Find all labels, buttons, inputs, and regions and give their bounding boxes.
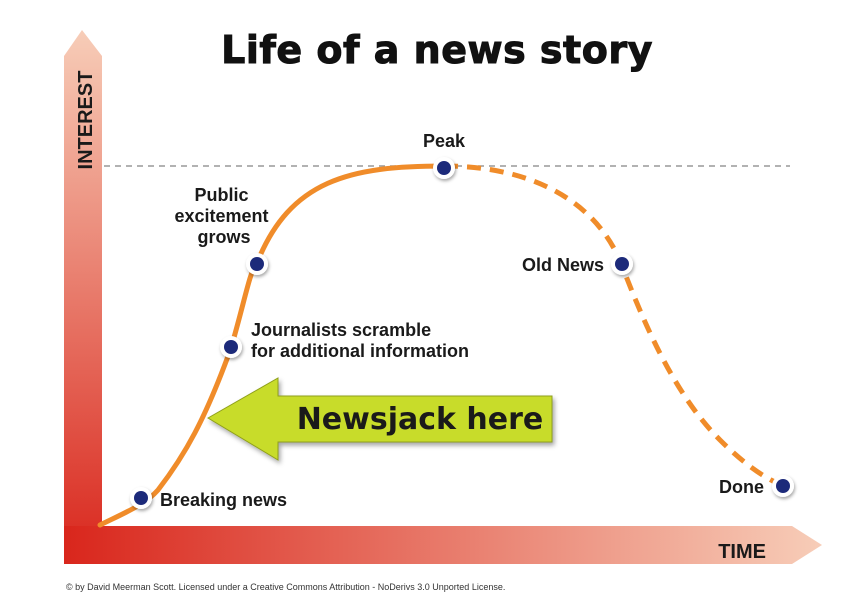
label-journalists: Journalists scramble for additional info… (251, 320, 469, 361)
stage-markers (130, 157, 794, 509)
label-peak: Peak (423, 131, 466, 151)
license-footer: © by David Meerman Scott. Licensed under… (66, 582, 505, 592)
label-done: Done (719, 477, 764, 497)
marker-breaking-news (130, 487, 152, 509)
label-old-news: Old News (522, 255, 604, 275)
curve-falling (443, 163, 785, 489)
label-public-excitement: Public excitement grows (174, 185, 273, 247)
y-axis: INTEREST (64, 30, 102, 564)
label-breaking-news: Breaking news (160, 490, 287, 510)
marker-peak (433, 157, 455, 179)
x-axis-label: TIME (718, 541, 766, 563)
curve-rising (97, 163, 447, 528)
marker-done (772, 475, 794, 497)
newsjack-label: Newsjack here (297, 402, 544, 437)
y-axis-label: INTEREST (75, 71, 97, 170)
chart-title: Life of a news story (221, 28, 653, 72)
newsjack-callout (207, 377, 553, 461)
stage-labels: Breaking news Journalists scramble for a… (160, 131, 764, 510)
marker-old-news (611, 253, 633, 275)
marker-journalists (220, 336, 242, 358)
x-axis: TIME (64, 526, 822, 564)
marker-public-excitement (246, 253, 268, 275)
